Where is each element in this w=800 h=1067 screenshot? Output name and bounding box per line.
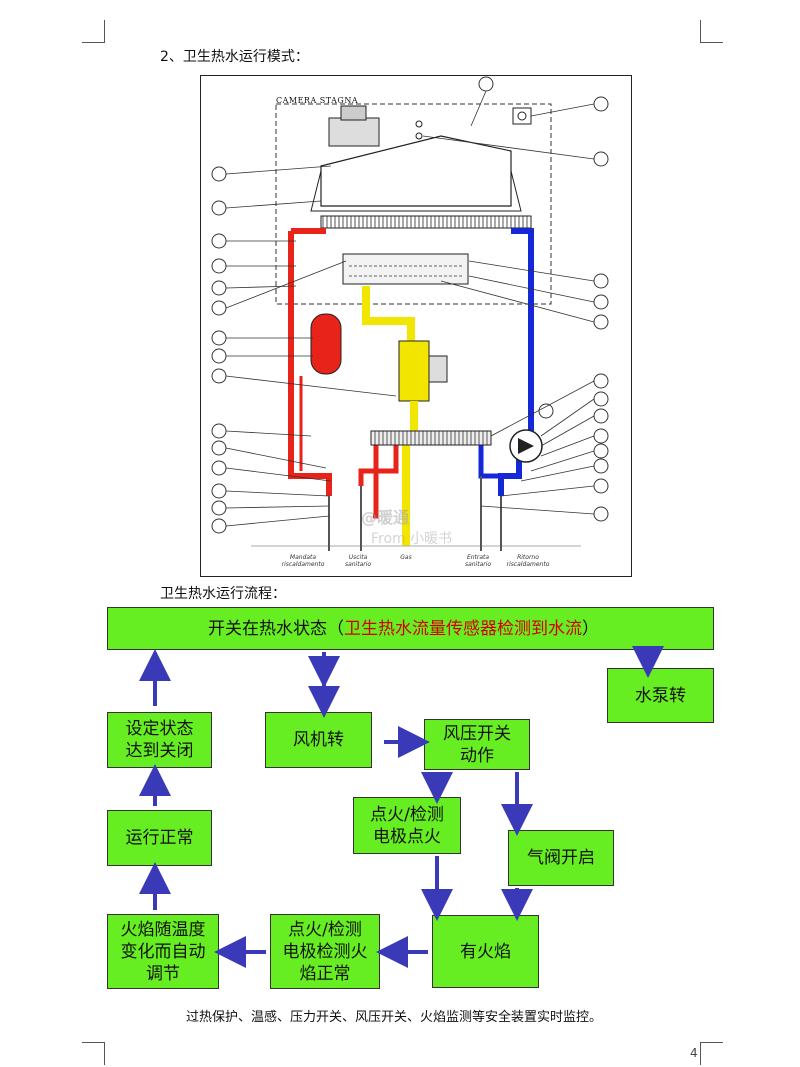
hood-outline xyxy=(310,170,522,212)
gas-line-upper xyxy=(362,286,415,351)
label-gas: Gas xyxy=(400,554,412,561)
label-heating-return: Ritorno riscaldamento xyxy=(506,554,550,568)
callouts-left xyxy=(211,166,227,534)
watermark: @暖通 xyxy=(361,508,410,527)
flow-pump-on: 水泵转 xyxy=(607,668,714,723)
crop-mark-top-left xyxy=(82,20,105,43)
flow-air-pressure-switch: 风压开关 动作 xyxy=(424,719,530,770)
flow-flame-present: 有火焰 xyxy=(432,915,539,988)
flow-start-suffix: ） xyxy=(582,618,599,639)
flow-fan-on: 风机转 xyxy=(265,712,372,768)
safety-footnote: 过热保护、温感、压力开关、风压开关、火焰监测等安全装置实时监控。 xyxy=(186,1010,603,1025)
crop-mark-top-right xyxy=(700,20,723,43)
flue-hood xyxy=(320,135,512,207)
flow-ignition: 点火/检测 电极点火 xyxy=(353,797,461,854)
switch-dial xyxy=(517,111,527,121)
plate-heat-exchanger xyxy=(370,430,492,446)
gas-valve xyxy=(398,340,430,402)
section-title: 2、卫生热水运行模式： xyxy=(160,49,309,65)
fan-motor xyxy=(328,117,380,147)
callouts-right xyxy=(478,76,609,522)
expansion-vessel xyxy=(310,313,342,375)
flow-start-sensor-text: 卫生热水流量传感器检测到水流 xyxy=(344,618,582,639)
label-heating-flow: Mandata riscaldamento xyxy=(281,554,325,568)
flow-flame-detected: 点火/检测 电极检测火 焰正常 xyxy=(270,914,380,989)
label-cold-inlet: Entrata sanitario xyxy=(464,554,492,568)
flow-flame-modulation: 火焰随温度 变化而自动 调节 xyxy=(107,914,219,989)
boiler-schematic xyxy=(211,76,609,551)
leader-lines xyxy=(225,90,595,527)
flow-normal-operation: 运行正常 xyxy=(107,810,212,866)
crop-mark-bottom-right xyxy=(700,1042,723,1065)
heating-flow-pipe xyxy=(288,231,332,496)
crop-mark-bottom-left xyxy=(82,1042,105,1065)
camera-label: CAMERA STAGNA xyxy=(276,96,359,105)
watermark-source: From 小暖书 xyxy=(371,531,453,547)
burner xyxy=(342,253,469,285)
air-pressure-switch xyxy=(512,107,532,125)
gas-valve-coil xyxy=(428,355,448,383)
flow-start-hot-water-mode: 开关在热水状态（卫生热水流量传感器检测到水流） xyxy=(107,607,714,650)
dhw-outlet-pipe xyxy=(373,436,379,519)
flow-title: 卫生热水运行流程： xyxy=(160,586,286,602)
boiler-diagram: CAMERA STAGNA @暖通 From 小暖书 Mandata risca… xyxy=(200,75,632,577)
main-heat-exchanger xyxy=(320,215,532,229)
flow-start-prefix: 开关在热水状态（ xyxy=(208,618,344,639)
flow-gas-valve-open: 气阀开启 xyxy=(508,830,614,886)
page-number: 4 xyxy=(690,1046,698,1060)
flow-set-point-off: 设定状态 达到关闭 xyxy=(107,712,212,768)
fan-top xyxy=(340,105,367,121)
label-dhw-outlet: Uscita sanitario xyxy=(344,554,372,568)
